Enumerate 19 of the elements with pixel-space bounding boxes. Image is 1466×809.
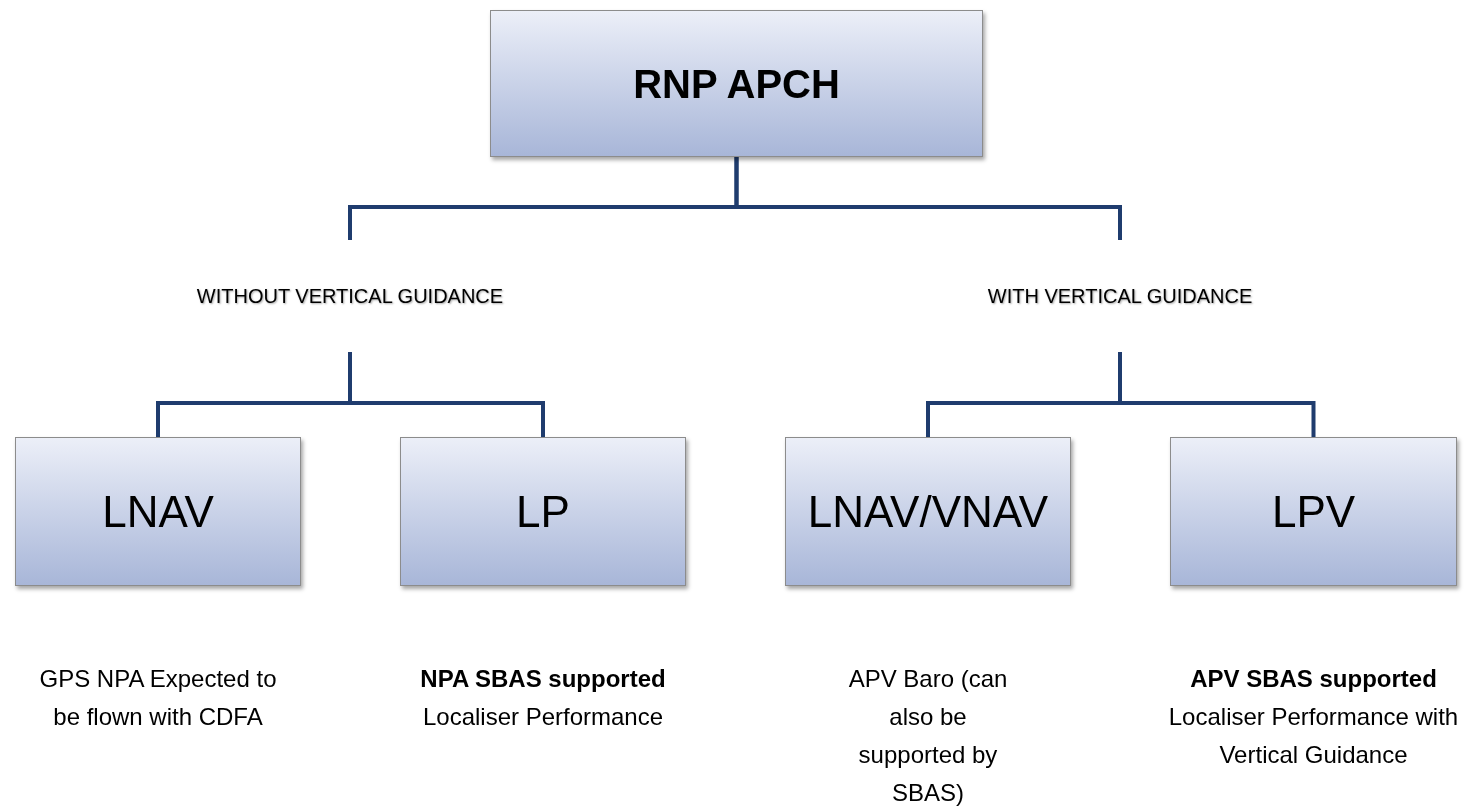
connector-line bbox=[348, 352, 545, 437]
box-title: LNAV bbox=[102, 485, 214, 538]
box-title: LNAV/VNAV bbox=[807, 485, 1049, 538]
category-box bbox=[1170, 437, 1457, 586]
description-text: APV SBAS supported Localiser Performance with Vertical Guidance bbox=[1167, 664, 1460, 770]
category-box bbox=[490, 10, 983, 157]
box-title: LPV bbox=[1271, 485, 1356, 538]
description-text: APV Baro (can also be supported by SBAS) bbox=[847, 664, 1009, 808]
connector-line bbox=[734, 157, 1122, 240]
branch-label: WITH VERTICAL GUIDANCE bbox=[987, 284, 1253, 309]
category-box bbox=[400, 437, 686, 586]
description-text: NPA SBAS supported Localiser Performance bbox=[419, 664, 667, 732]
connector-line bbox=[1118, 352, 1316, 437]
description-text: GPS NPA Expected to be flown with CDFA bbox=[38, 664, 278, 732]
category-box bbox=[15, 437, 301, 586]
category-box bbox=[785, 437, 1071, 586]
box-title: LP bbox=[516, 485, 570, 538]
box-title: RNP APCH bbox=[633, 60, 840, 108]
branch-label: WITHOUT VERTICAL GUIDANCE bbox=[196, 284, 504, 309]
